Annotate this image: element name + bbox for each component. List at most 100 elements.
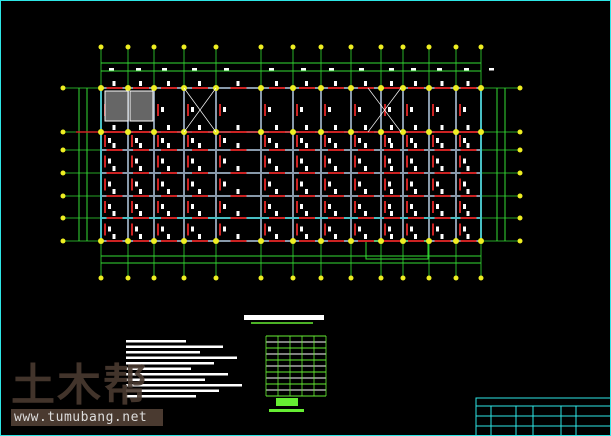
axis-bubble <box>258 275 264 281</box>
column <box>400 85 406 91</box>
dimension-text <box>464 68 469 71</box>
beam-label <box>198 189 201 194</box>
axis-bubble <box>517 215 523 221</box>
beam-label <box>410 226 413 232</box>
beam-label <box>410 107 413 112</box>
beam-label <box>328 204 331 209</box>
column <box>426 129 432 135</box>
beam-label <box>436 181 439 187</box>
beam-label <box>198 234 201 239</box>
beam-label <box>223 226 226 232</box>
beam-label <box>275 234 278 239</box>
beam-label <box>305 125 308 130</box>
column <box>258 85 264 91</box>
column <box>98 129 104 135</box>
axis-bubble <box>318 275 324 281</box>
beam-label <box>410 158 413 164</box>
beam-label <box>414 143 417 148</box>
beam-label <box>236 125 240 130</box>
beam-label <box>463 226 466 232</box>
beam-label <box>414 81 417 86</box>
beam-label <box>388 181 391 187</box>
dimension-text <box>269 68 274 71</box>
beam-label <box>436 204 439 209</box>
column <box>453 238 459 244</box>
dimension-text <box>359 68 364 71</box>
column <box>258 129 264 135</box>
beam-label <box>358 181 361 187</box>
axis-bubble <box>151 275 157 281</box>
axis-bubble <box>517 85 523 91</box>
beam-label <box>364 125 367 130</box>
beam-label <box>436 138 439 143</box>
beam-label <box>268 107 271 112</box>
beam-label <box>167 166 170 171</box>
beam-label <box>334 81 337 86</box>
beam-label <box>223 138 226 143</box>
beam-label <box>139 166 142 171</box>
beam-label <box>112 166 116 171</box>
note-line <box>126 367 191 370</box>
beam-label <box>390 81 393 86</box>
dimension-text <box>411 68 416 71</box>
beam-label <box>388 204 391 209</box>
beam-label <box>328 107 331 112</box>
beam-label <box>358 107 361 112</box>
beam-label <box>223 181 226 187</box>
column <box>378 129 384 135</box>
beam-label <box>463 138 466 143</box>
beam-label <box>440 166 444 171</box>
beam-label <box>236 211 240 216</box>
beam-label <box>236 143 240 148</box>
beam-label <box>275 125 278 130</box>
beam-label <box>440 143 444 148</box>
beam-label <box>466 125 470 130</box>
column <box>213 238 219 244</box>
beam-label <box>388 107 391 112</box>
beam-label <box>167 81 170 86</box>
beam-label <box>198 143 201 148</box>
beam-label <box>161 226 164 232</box>
axis-bubble <box>181 275 187 281</box>
column <box>378 238 384 244</box>
dimension-text <box>109 68 114 71</box>
beam-label <box>390 189 393 194</box>
beam-label <box>268 181 271 187</box>
beam-label <box>358 204 361 209</box>
dimension-text <box>389 68 394 71</box>
beam-label <box>139 189 142 194</box>
column <box>151 85 157 91</box>
axis-bubble <box>517 193 523 199</box>
beam-label <box>108 226 111 232</box>
beam-label <box>300 158 303 164</box>
note-line <box>126 340 186 343</box>
beam-label <box>414 211 417 216</box>
column <box>290 238 296 244</box>
beam-label <box>364 166 367 171</box>
axis-bubble <box>60 147 66 153</box>
note-line <box>126 384 242 387</box>
axis-bubble <box>426 275 432 281</box>
beam-label <box>112 125 116 130</box>
axis-bubble <box>213 44 219 50</box>
beam-label <box>108 138 111 143</box>
beam-label <box>364 143 367 148</box>
column <box>98 85 104 91</box>
axis-bubble <box>378 275 384 281</box>
axis-bubble <box>426 44 432 50</box>
beam-label <box>112 143 116 148</box>
beam-label <box>108 204 111 209</box>
axis-bubble <box>453 44 459 50</box>
beam-label <box>358 138 361 143</box>
column <box>151 129 157 135</box>
beam-label <box>466 143 470 148</box>
column <box>426 85 432 91</box>
dimension-text <box>192 68 197 71</box>
beam-label <box>223 158 226 164</box>
axis-bubble <box>60 238 66 244</box>
axis-bubble <box>517 238 523 244</box>
beam-label <box>161 107 164 112</box>
axis-bubble <box>318 44 324 50</box>
